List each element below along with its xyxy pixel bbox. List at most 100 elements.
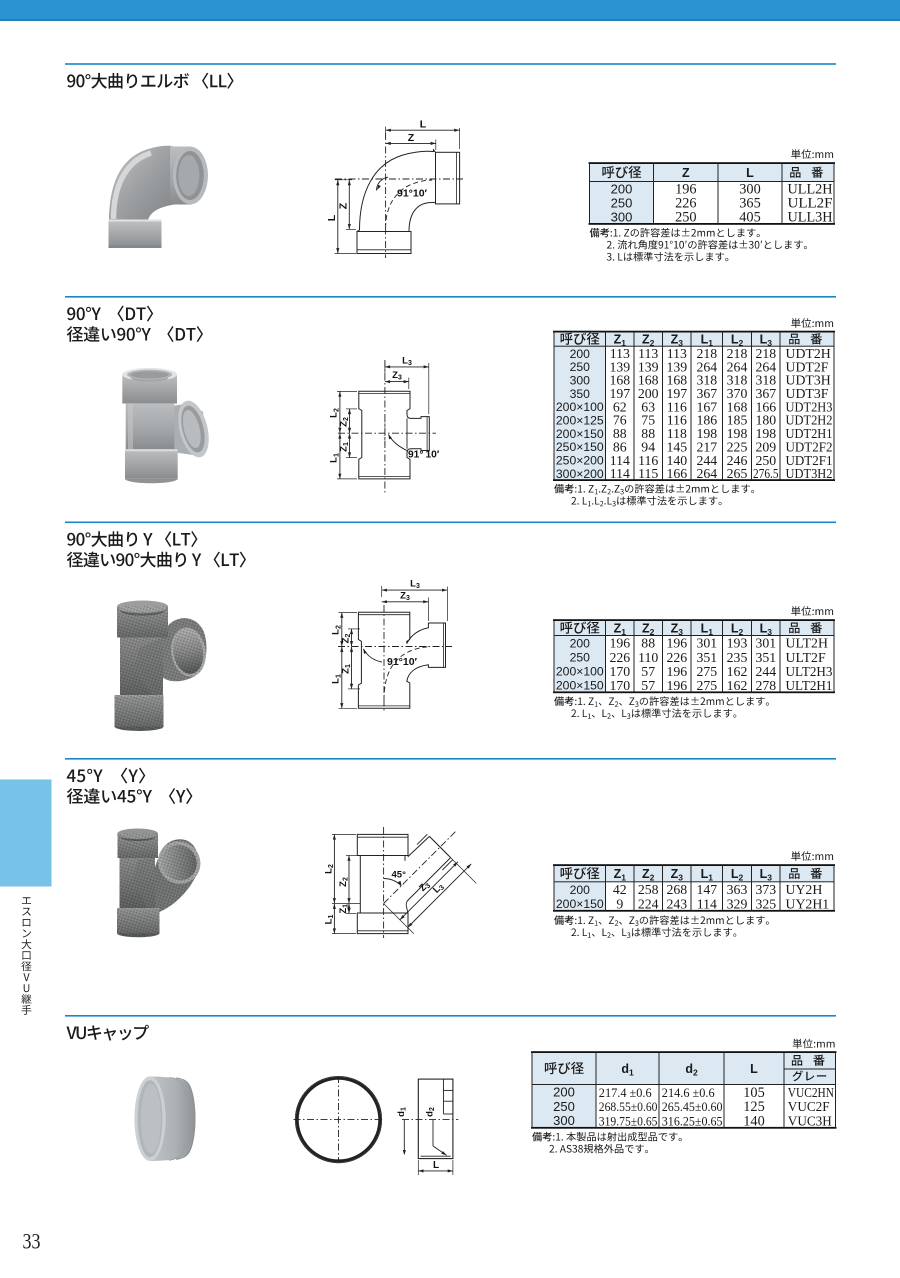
svg-text:300: 300	[553, 1113, 575, 1128]
svg-text:367: 367	[696, 386, 717, 401]
svg-text:217: 217	[696, 439, 717, 454]
svg-text:57: 57	[641, 664, 655, 679]
svg-text:367: 367	[755, 386, 776, 401]
svg-text:200: 200	[570, 636, 591, 650]
svg-text:264: 264	[696, 359, 717, 374]
svg-text:363: 363	[727, 882, 748, 897]
svg-text:88: 88	[613, 426, 627, 441]
svg-text:UY2H1: UY2H1	[786, 896, 830, 911]
svg-text:118: 118	[667, 426, 687, 441]
svg-text:319.75±0.65: 319.75±0.65	[599, 1114, 658, 1128]
svg-text:244: 244	[696, 453, 717, 468]
svg-text:L3: L3	[402, 355, 412, 367]
svg-text:264: 264	[727, 359, 748, 374]
svg-text:91°10′: 91°10′	[387, 656, 418, 668]
svg-text:57: 57	[641, 678, 655, 693]
svg-text:88: 88	[641, 426, 655, 441]
svg-text:L2: L2	[329, 408, 341, 418]
svg-text:218: 218	[696, 346, 717, 361]
svg-text:275: 275	[696, 678, 717, 693]
svg-text:275: 275	[696, 664, 717, 679]
svg-text:186: 186	[696, 413, 717, 428]
svg-text:200×100: 200×100	[556, 400, 604, 414]
svg-text:318: 318	[696, 373, 717, 388]
svg-text:200: 200	[570, 347, 591, 361]
svg-text:L2: L2	[324, 864, 336, 874]
svg-text:250: 250	[755, 453, 776, 468]
svg-text:76: 76	[613, 413, 627, 428]
svg-text:ULT2H: ULT2H	[786, 636, 828, 651]
svg-text:UDT2H1: UDT2H1	[786, 426, 833, 441]
svg-text:VUC2HN: VUC2HN	[788, 1085, 835, 1100]
svg-text:UDT2F2: UDT2F2	[786, 439, 833, 454]
svg-text:200×125: 200×125	[556, 414, 604, 428]
svg-text:45°: 45°	[392, 870, 407, 881]
svg-text:196: 196	[666, 664, 687, 679]
svg-text:UDT3H: UDT3H	[786, 373, 831, 388]
svg-text:250: 250	[675, 210, 696, 226]
svg-text:139: 139	[638, 359, 659, 374]
svg-text:265: 265	[727, 466, 748, 481]
svg-text:ULL3H: ULL3H	[788, 210, 833, 226]
svg-text:145: 145	[666, 439, 687, 454]
svg-text:167: 167	[696, 399, 717, 414]
svg-text:UY2H: UY2H	[786, 882, 823, 897]
svg-text:226: 226	[675, 196, 696, 212]
svg-text:L: L	[750, 1062, 758, 1076]
svg-text:Z3: Z3	[417, 879, 432, 894]
svg-text:Z: Z	[408, 132, 415, 144]
svg-text:226: 226	[609, 650, 630, 665]
svg-text:218: 218	[755, 346, 776, 361]
svg-text:301: 301	[696, 636, 717, 651]
svg-text:265.45±0.60: 265.45±0.60	[662, 1100, 723, 1114]
svg-text:63: 63	[641, 399, 655, 414]
svg-text:250×200: 250×200	[556, 454, 604, 468]
svg-text:L: L	[420, 119, 427, 131]
svg-text:110: 110	[638, 650, 658, 665]
svg-text:ULL2F: ULL2F	[788, 196, 833, 212]
svg-text:217.4 ±0.6: 217.4 ±0.6	[599, 1086, 652, 1100]
svg-text:UDT2H2: UDT2H2	[786, 413, 833, 428]
svg-text:250: 250	[611, 195, 633, 210]
svg-text:170: 170	[609, 678, 630, 693]
svg-text:196: 196	[666, 678, 687, 693]
svg-text:250×150: 250×150	[556, 440, 604, 454]
svg-text:185: 185	[727, 413, 748, 428]
svg-text:276.5: 276.5	[753, 466, 779, 481]
svg-text:300: 300	[739, 182, 760, 198]
svg-text:200: 200	[611, 181, 633, 196]
svg-text:42: 42	[613, 882, 627, 897]
svg-text:UDT2H: UDT2H	[786, 346, 831, 361]
svg-text:UDT2F1: UDT2F1	[786, 453, 833, 468]
svg-text:ULT2F: ULT2F	[786, 650, 826, 665]
svg-text:Z1: Z1	[338, 442, 350, 452]
svg-text:264: 264	[755, 359, 776, 374]
svg-text:Z3: Z3	[400, 590, 410, 602]
svg-text:218: 218	[727, 346, 748, 361]
svg-text:365: 365	[739, 196, 760, 212]
svg-text:193: 193	[727, 636, 748, 651]
svg-text:316.25±0.65: 316.25±0.65	[662, 1114, 723, 1128]
svg-text:ULT2H3: ULT2H3	[786, 664, 833, 679]
svg-text:62: 62	[613, 399, 627, 414]
svg-text:113: 113	[667, 346, 687, 361]
svg-text:168: 168	[666, 373, 687, 388]
svg-text:166: 166	[755, 399, 776, 414]
svg-text:370: 370	[727, 386, 748, 401]
svg-text:125: 125	[743, 1099, 764, 1115]
svg-text:350: 350	[570, 387, 591, 401]
svg-text:L1: L1	[324, 915, 336, 925]
svg-text:351: 351	[696, 650, 717, 665]
svg-text:162: 162	[727, 678, 748, 693]
svg-text:180: 180	[755, 413, 776, 428]
svg-text:198: 198	[696, 426, 717, 441]
svg-text:113: 113	[638, 346, 658, 361]
svg-text:147: 147	[696, 882, 717, 897]
svg-text:200: 200	[638, 386, 659, 401]
svg-text:268: 268	[666, 882, 687, 897]
svg-text:115: 115	[638, 466, 658, 481]
svg-text:d1: d1	[396, 1107, 408, 1117]
svg-text:91°: 91°	[408, 450, 423, 461]
svg-text:196: 196	[675, 182, 696, 198]
svg-text:Z2: Z2	[340, 634, 352, 644]
